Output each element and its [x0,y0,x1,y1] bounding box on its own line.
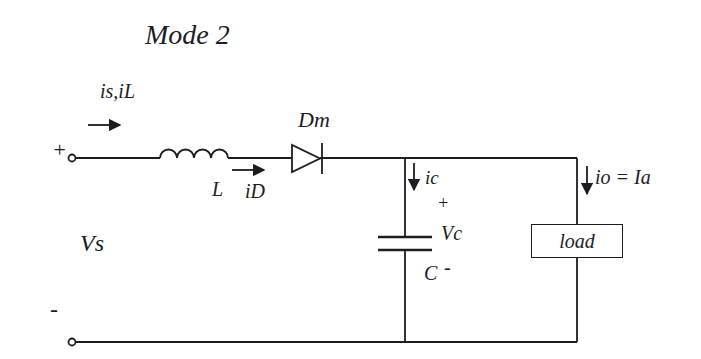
current-arrow [88,124,120,126]
terminal [69,155,76,162]
current-label: iD [245,180,265,202]
diode-label: Dm [298,108,330,132]
inductor-symbol [160,150,228,159]
polarity-sign: + [52,138,67,162]
terminal [69,339,76,346]
wire [404,250,406,342]
inductor-label: L [212,178,223,200]
load-box: load [531,224,623,258]
diode-symbol [292,145,320,172]
capacitor-label: C [424,262,437,284]
polarity-sign: - [50,296,58,322]
current-label: io = Ia [595,166,651,188]
wire [228,157,292,159]
node-text: load [559,230,595,252]
current-label: is,iL [100,80,135,102]
capacitor-plate [378,236,432,238]
voltage-label: Vs [80,230,104,256]
current-arrow [586,166,588,194]
voltage-label: Vc [441,222,462,244]
current-arrow [232,169,264,171]
wire [76,341,578,343]
polarity-sign: + [437,194,449,214]
polarity-sign: - [444,256,451,278]
current-arrow [413,163,415,190]
wire [320,157,577,159]
mode-title: Mode 2 [145,20,230,51]
wire [76,157,161,159]
current-label: ic [425,168,439,189]
wire [404,158,406,237]
